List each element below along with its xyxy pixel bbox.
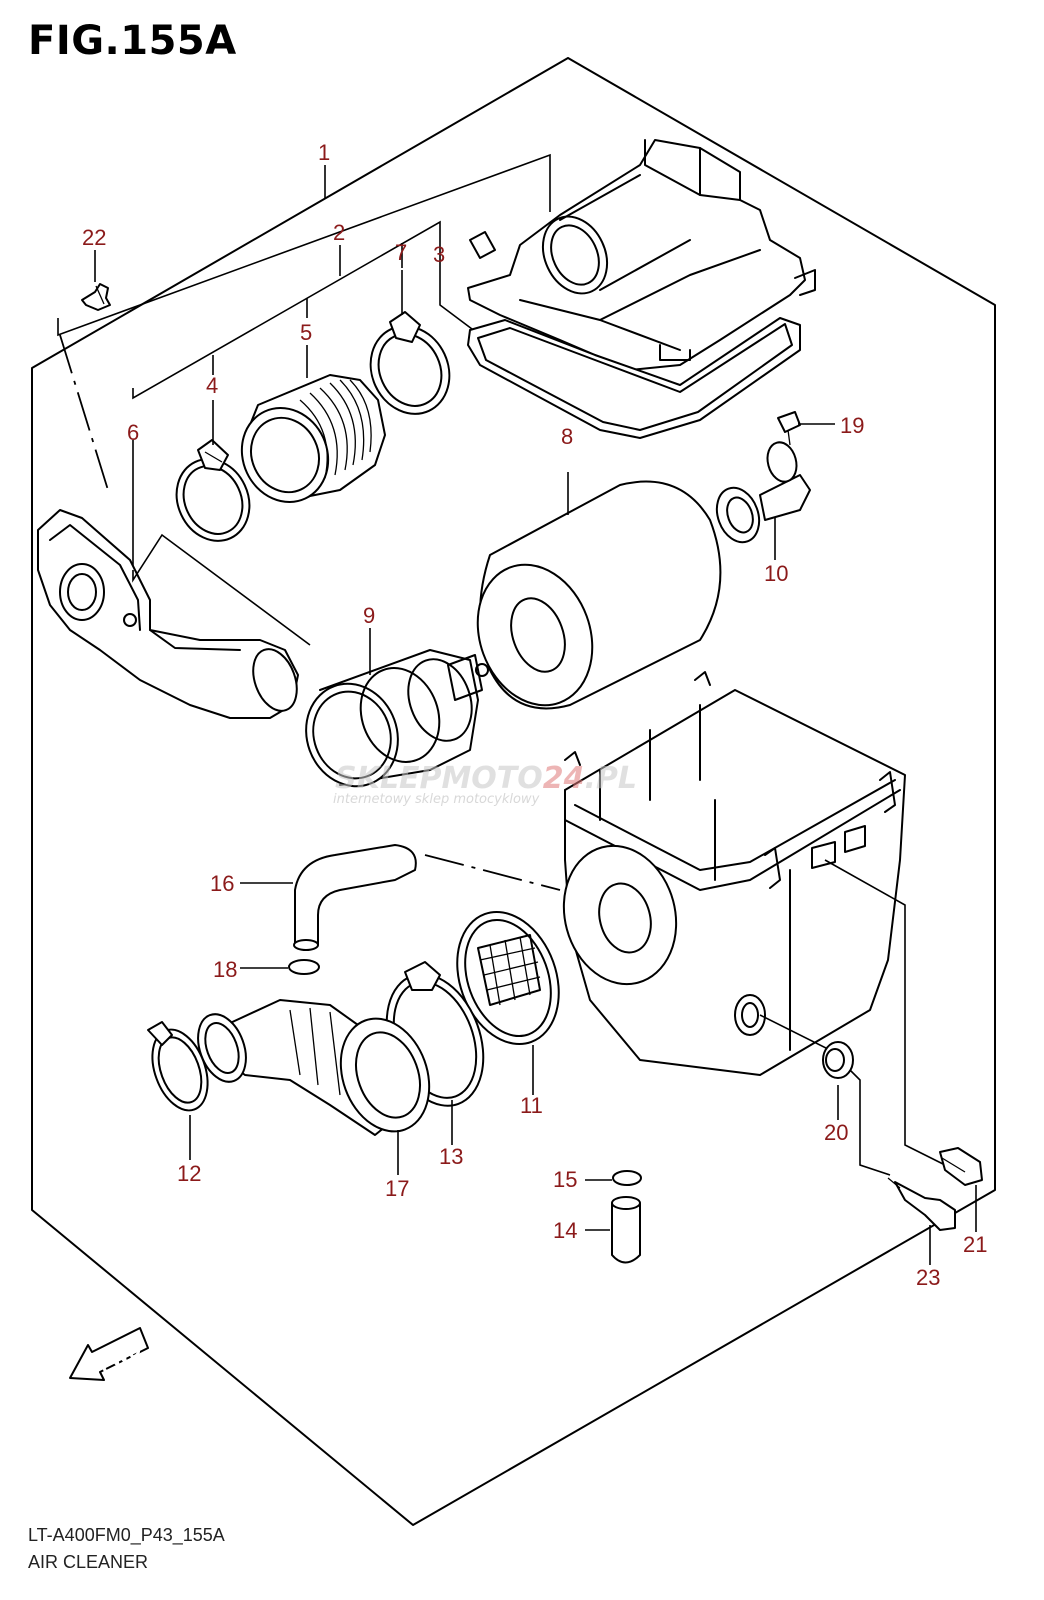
filter-cage bbox=[305, 628, 489, 788]
part-label-4: 4 bbox=[206, 373, 218, 398]
grommet bbox=[822, 1041, 854, 1120]
leader-tree-1 bbox=[57, 153, 551, 491]
part-label-14: 14 bbox=[553, 1218, 577, 1243]
part-label-19: 19 bbox=[840, 413, 864, 438]
part-label-1: 1 bbox=[318, 140, 330, 165]
assembly-boundary bbox=[31, 57, 996, 1526]
breather-hose bbox=[240, 844, 417, 951]
dash-16-to-case bbox=[424, 854, 561, 891]
part-label-11: 11 bbox=[520, 1093, 543, 1118]
watermark-brand-prefix: SKLEPMOTO bbox=[335, 761, 543, 796]
hose-clip bbox=[240, 959, 320, 975]
forward-direction-arrow: FWD bbox=[69, 1327, 149, 1381]
watermark-tagline: internetowy sklep motocyklowy bbox=[333, 792, 540, 807]
watermark-brand-suffix: .PL bbox=[585, 761, 638, 796]
connector-boot bbox=[240, 345, 386, 503]
part-label-13: 13 bbox=[439, 1144, 463, 1169]
part-label-16: 16 bbox=[210, 871, 234, 896]
part-label-10: 10 bbox=[764, 561, 788, 586]
drain-valve bbox=[715, 441, 811, 560]
figure-name: AIR CLEANER bbox=[28, 1552, 149, 1572]
watermark-brand-accent: 24 bbox=[543, 761, 585, 796]
upper-case-cover bbox=[467, 139, 816, 439]
part-label-18: 18 bbox=[213, 957, 237, 982]
screw bbox=[777, 411, 835, 446]
part-label-9: 9 bbox=[363, 603, 375, 628]
leader-tree-2 bbox=[132, 220, 481, 570]
part-label-5: 5 bbox=[300, 320, 312, 345]
mesh-screen bbox=[456, 911, 560, 1095]
part-label-23: 23 bbox=[916, 1265, 940, 1290]
part-label-15: 15 bbox=[553, 1167, 577, 1192]
leader-case-to-21 bbox=[824, 859, 976, 1181]
inlet-duct bbox=[37, 509, 299, 719]
part-label-17: 17 bbox=[385, 1176, 409, 1201]
clamp-large bbox=[369, 270, 451, 415]
leader-6-extension bbox=[132, 533, 311, 646]
part-label-21: 21 bbox=[963, 1232, 987, 1257]
part-labels: 1 2 3 4 5 6 7 8 9 10 11 12 13 14 15 16 1… bbox=[82, 140, 987, 1290]
figure-code: LT-A400FM0_P43_155A bbox=[28, 1525, 225, 1545]
part-label-3: 3 bbox=[433, 242, 445, 267]
filter-element bbox=[476, 472, 722, 710]
lower-case bbox=[562, 671, 906, 1076]
part-label-2: 2 bbox=[333, 220, 345, 245]
part-label-12: 12 bbox=[177, 1161, 201, 1186]
figure-title: FIG.155A bbox=[28, 18, 237, 64]
clip-rivet bbox=[81, 250, 111, 311]
svg-text:SKLEPMOTO24.PL: SKLEPMOTO24.PL bbox=[335, 761, 637, 796]
part-label-20: 20 bbox=[824, 1120, 848, 1145]
bolt bbox=[939, 1147, 983, 1232]
drain-plug bbox=[585, 1196, 641, 1264]
drain-clip bbox=[585, 1170, 642, 1186]
leader-20-to-23 bbox=[759, 1014, 891, 1176]
clamp-small bbox=[175, 400, 251, 542]
part-label-6: 6 bbox=[127, 420, 139, 445]
inlet-clamp bbox=[147, 1021, 209, 1160]
watermark: SKLEPMOTO24.PL internetowy sklep motocyk… bbox=[333, 761, 637, 807]
part-label-7: 7 bbox=[395, 240, 407, 265]
part-label-8: 8 bbox=[561, 424, 573, 449]
outlet-tube bbox=[197, 999, 431, 1175]
sensor bbox=[887, 1177, 956, 1265]
part-label-22: 22 bbox=[82, 225, 106, 250]
